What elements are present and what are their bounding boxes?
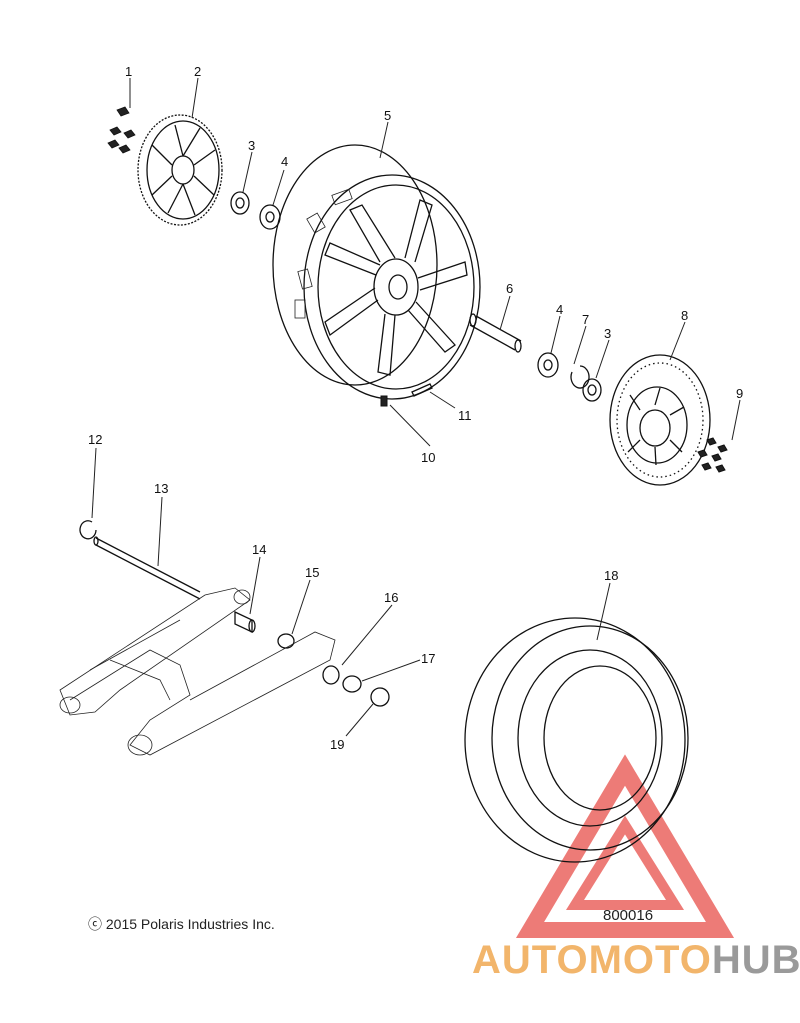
part-bolts-1 <box>107 106 136 154</box>
watermark-text-a: AUTOMOTO <box>472 938 712 982</box>
diagram-number: 800016 <box>603 907 654 924</box>
part-snap-ring-7 <box>570 365 590 389</box>
part-seal-3a <box>230 191 250 215</box>
callout-9: 9 <box>736 386 743 401</box>
part-washer-16 <box>322 665 340 685</box>
watermark-triangle-logo <box>515 754 735 938</box>
callout-2: 2 <box>194 64 201 79</box>
callout-3-top: 3 <box>248 138 255 153</box>
part-bearing-4b <box>537 352 559 378</box>
callout-14: 14 <box>252 542 266 557</box>
callout-16: 16 <box>384 590 398 605</box>
part-disc-bolts-9 <box>697 437 728 473</box>
part-weight-11 <box>411 383 433 397</box>
callout-6: 6 <box>506 281 513 296</box>
part-pulley-2 <box>137 114 223 226</box>
part-seal-3b <box>582 378 602 402</box>
part-wheel-5 <box>272 144 481 400</box>
part-valve-stem-10 <box>380 395 388 407</box>
part-brake-disc-8 <box>609 354 711 486</box>
copyright-notice: ⓒ 2015 Polaris Industries Inc. <box>88 916 275 932</box>
callout-12: 12 <box>88 432 102 447</box>
callout-5: 5 <box>384 108 391 123</box>
callout-10: 10 <box>421 450 435 465</box>
callout-4-lower: 4 <box>556 302 563 317</box>
part-cap-19 <box>370 687 390 707</box>
watermark-text-b: HUB <box>711 938 800 982</box>
part-spacer-15 <box>277 633 295 649</box>
leader-lines <box>91 77 741 737</box>
callout-8: 8 <box>681 308 688 323</box>
callout-17: 17 <box>421 651 435 666</box>
callout-7: 7 <box>582 312 589 327</box>
callout-18: 18 <box>604 568 618 583</box>
callout-13: 13 <box>154 481 168 496</box>
part-pivot-shaft-13 <box>93 536 201 600</box>
watermark-text: AUTOMOTOHUB <box>472 938 800 983</box>
part-swingarm <box>59 587 336 756</box>
part-bushing-14 <box>234 610 256 634</box>
callout-4-top: 4 <box>281 154 288 169</box>
callout-3-lower: 3 <box>604 326 611 341</box>
callout-11: 11 <box>458 408 472 423</box>
part-clip-12 <box>79 520 97 540</box>
part-tire-18 <box>464 617 689 863</box>
callout-19: 19 <box>330 737 344 752</box>
part-spacer-6 <box>469 313 522 353</box>
part-nut-17 <box>342 675 362 693</box>
callout-1: 1 <box>125 64 132 79</box>
callout-15: 15 <box>305 565 319 580</box>
callout-numbers: 1 2 3 4 5 6 4 7 3 8 9 10 11 12 13 14 15 … <box>88 64 743 752</box>
